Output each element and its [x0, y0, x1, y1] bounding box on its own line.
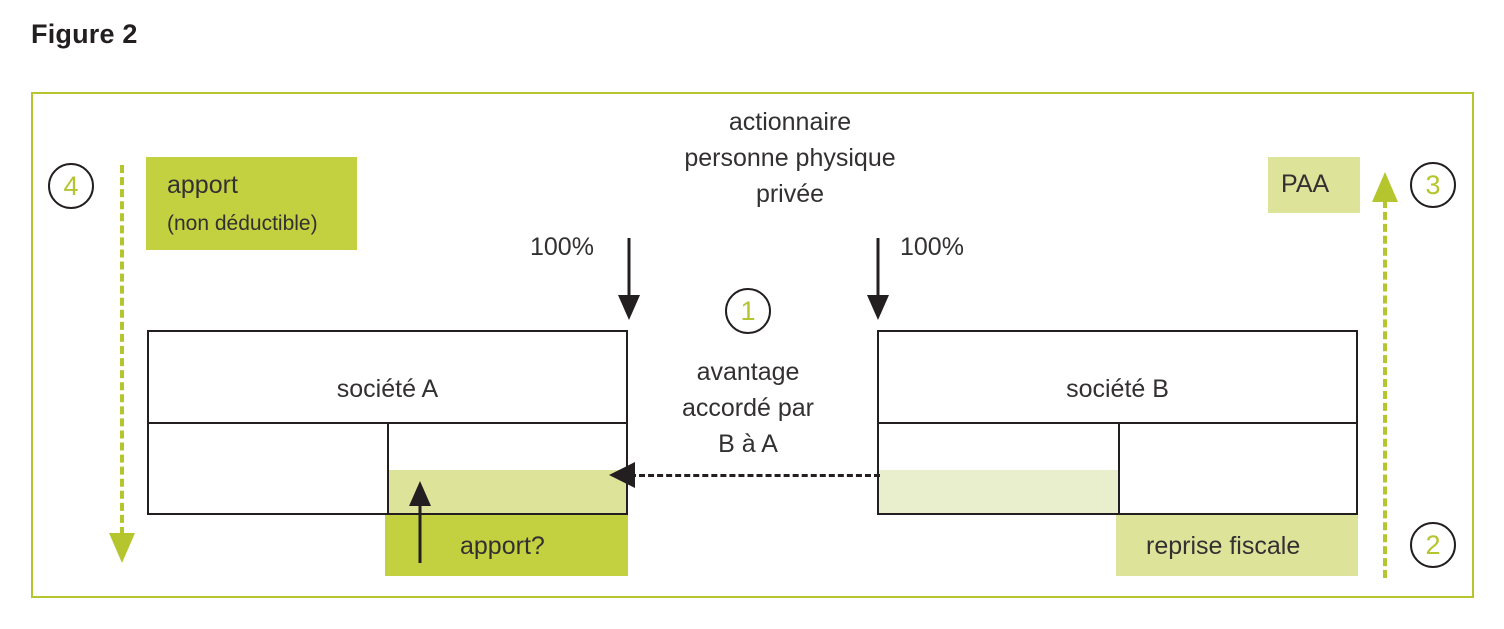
marker-2-circle: 2 — [1410, 522, 1456, 568]
advantage-note-line-3: B à A — [718, 430, 778, 458]
apport-sublabel: (non déductible) — [167, 212, 318, 235]
reprise-fiscale-box: reprise fiscale — [1116, 515, 1358, 576]
dashed-arrow-head-up-icon — [1372, 172, 1398, 202]
advantage-note-line-1: avantage — [696, 358, 800, 386]
marker-3-circle: 3 — [1410, 162, 1456, 208]
apport-question-box: apport? — [385, 515, 628, 576]
apport-up-arrow — [409, 481, 431, 563]
apport-question-label: apport? — [460, 532, 545, 560]
stake-left-label: 100% — [530, 233, 594, 261]
societe-b-name: société B — [1066, 375, 1169, 403]
figure-title: Figure 2 — [31, 19, 138, 49]
societe-a-vertical-divider — [387, 422, 389, 513]
societe-b-vertical-divider — [1118, 422, 1120, 513]
marker-4-circle: 4 — [48, 163, 94, 209]
dashed-arrow-head-down-icon — [109, 533, 135, 563]
societe-b-highlight-strip — [878, 470, 1118, 515]
advantage-flow-line — [630, 474, 880, 477]
shareholder-line-3: privée — [755, 180, 825, 208]
paa-label: PAA — [1281, 170, 1330, 198]
ownership-arrow-right — [867, 238, 889, 320]
dashed-line-paa — [1383, 200, 1387, 578]
apport-non-deductible-box: apport (non déductible) — [146, 157, 357, 250]
societe-b-box: société B — [877, 330, 1358, 515]
apport-label: apport — [167, 171, 238, 199]
reprise-fiscale-label: reprise fiscale — [1146, 532, 1301, 560]
stake-right-label: 100% — [900, 233, 964, 261]
societe-a-name: société A — [336, 375, 439, 403]
figure-frame — [31, 92, 1474, 598]
dashed-line-apport — [120, 165, 124, 535]
societe-a-box: société A — [147, 330, 628, 515]
advantage-flow-arrow-head-icon — [609, 462, 635, 488]
paa-box: PAA — [1268, 157, 1360, 213]
advantage-note-line-2: accordé par — [681, 394, 815, 422]
marker-1-circle: 1 — [725, 288, 771, 334]
ownership-arrow-left — [618, 238, 640, 320]
shareholder-line-2: personne physique — [684, 144, 896, 172]
societe-b-horizontal-divider — [879, 422, 1356, 424]
shareholder-line-1: actionnaire — [728, 108, 852, 136]
